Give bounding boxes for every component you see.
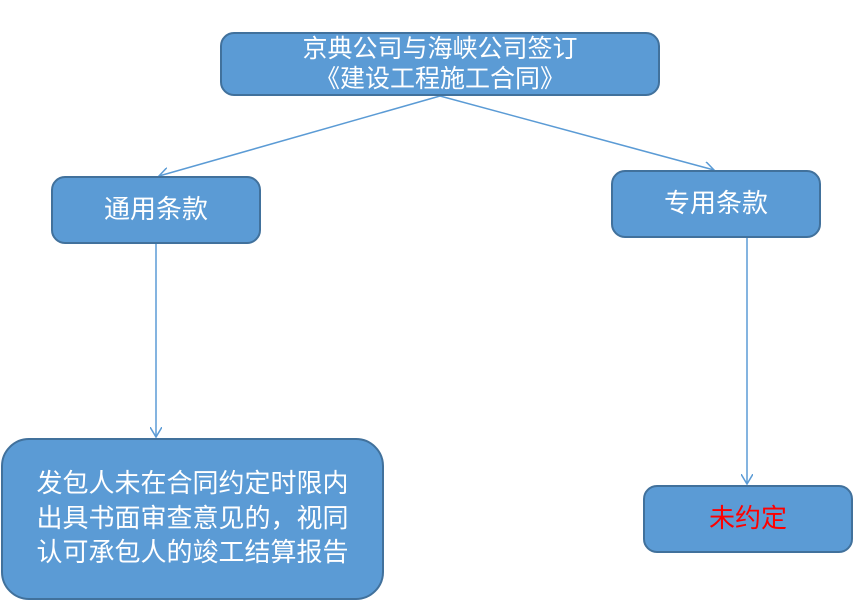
arrow-root-to-general-terms xyxy=(159,95,441,176)
left-leaf-line-3: 认可承包人的竣工结算报告 xyxy=(36,538,349,569)
root-line-2: 《建设工程施工合同》 xyxy=(314,64,565,93)
not-agreed-label: 未约定 xyxy=(708,503,787,534)
general-terms-label: 通用条款 xyxy=(103,194,208,225)
contract-root-node: 京典公司与海峡公司签订 《建设工程施工合同》 xyxy=(220,32,660,96)
left-leaf-line-1: 发包人未在合同约定时限内 xyxy=(36,469,349,500)
special-terms-node: 专用条款 xyxy=(611,170,821,238)
root-line-1: 京典公司与海峡公司签订 xyxy=(302,33,578,63)
general-terms-node: 通用条款 xyxy=(51,176,261,244)
special-terms-result-node: 未约定 xyxy=(643,485,853,553)
general-terms-result-node: 发包人未在合同约定时限内 出具书面审查意见的，视同 认可承包人的竣工结算报告 xyxy=(1,438,384,600)
special-terms-label: 专用条款 xyxy=(663,188,768,219)
arrow-root-to-special-terms xyxy=(439,95,714,170)
left-leaf-line-2: 出具书面审查意见的，视同 xyxy=(36,503,349,534)
